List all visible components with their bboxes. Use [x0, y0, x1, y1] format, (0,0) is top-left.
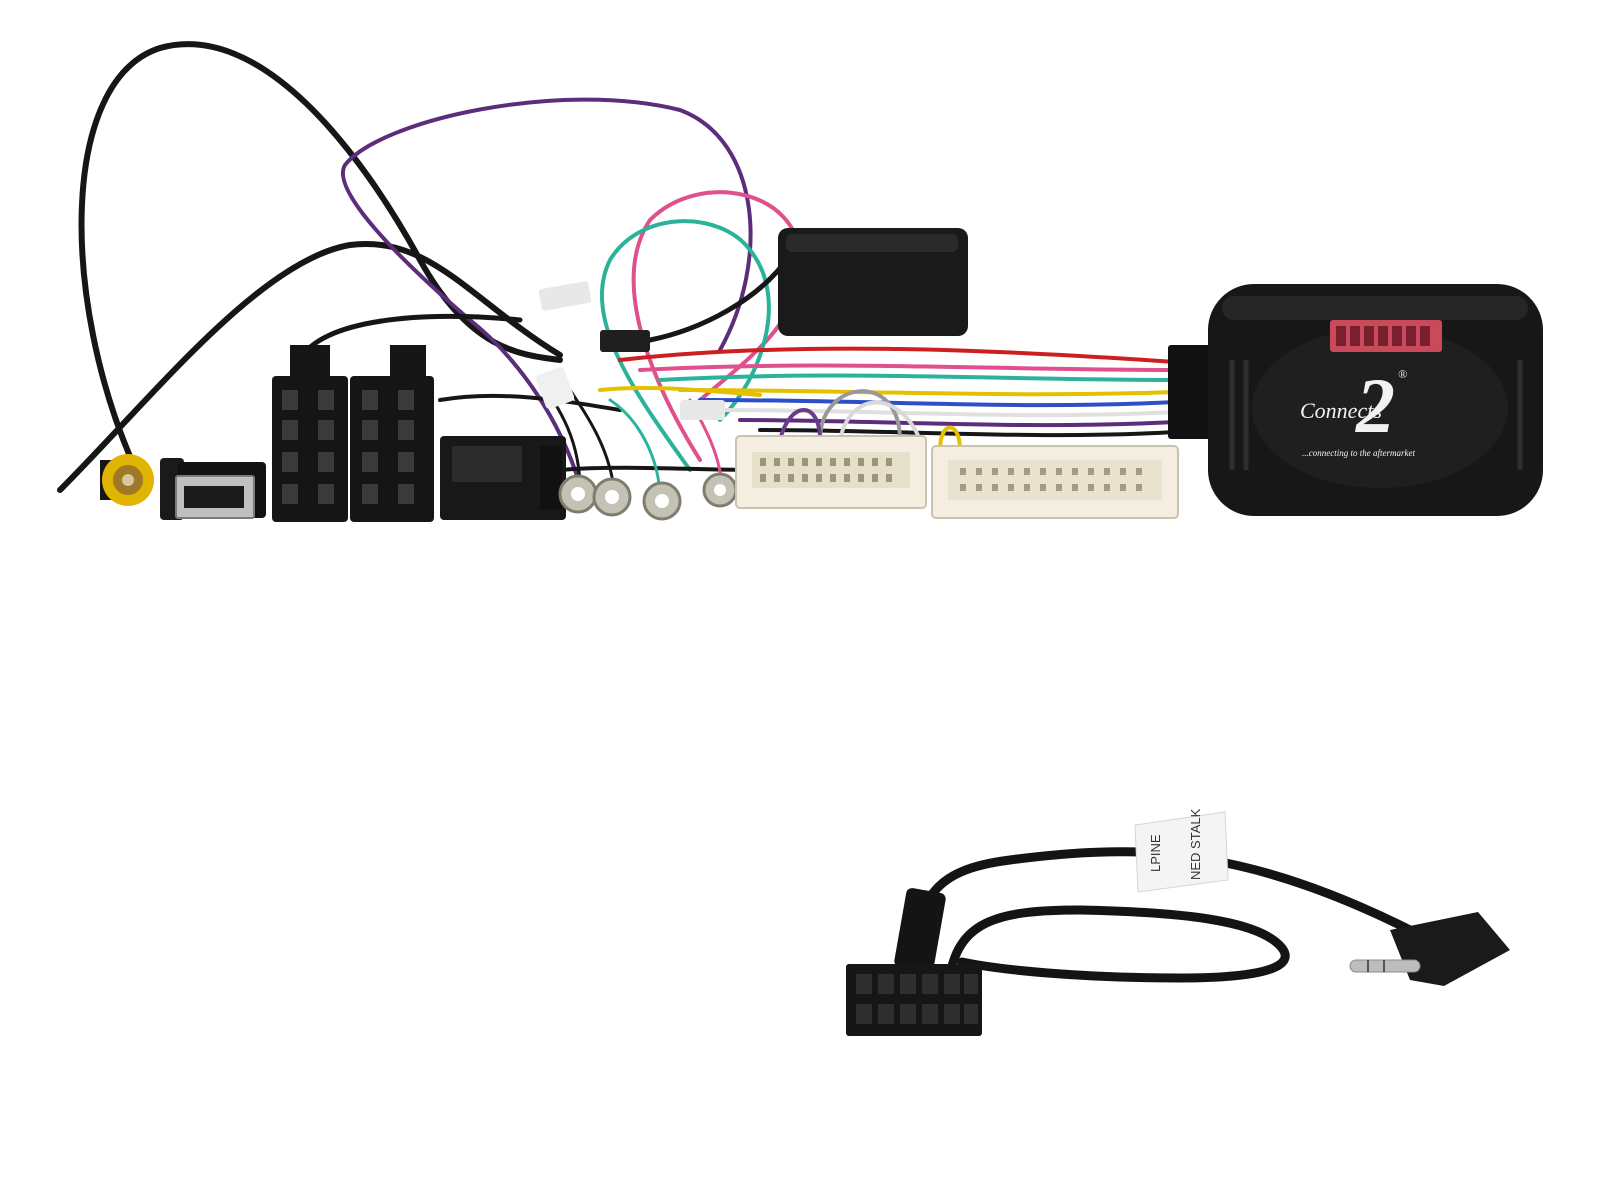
iso-connector-right: [350, 345, 434, 522]
svg-text:LPINE: LPINE: [1148, 834, 1163, 872]
svg-text:...connecting to the aftermark: ...connecting to the aftermarket: [1302, 448, 1415, 458]
dip-switch: [1330, 320, 1442, 352]
rca-connector: [100, 454, 154, 506]
cream-connector-small: [735, 435, 927, 509]
twelve-pin-connector: [846, 888, 982, 1036]
patch-lead: [910, 847, 1415, 985]
black-wire-usb: [57, 240, 563, 493]
wire-labels: [535, 281, 725, 420]
black-wire-rca: [78, 41, 563, 471]
cream-connector-large: [931, 445, 1179, 519]
usb-connector: [160, 458, 266, 520]
teal-wire: [599, 219, 771, 472]
jack-plug: [1349, 912, 1510, 986]
iso-connector-left: [272, 345, 348, 522]
patch-lead-cable: [910, 847, 1415, 985]
interface-module: 2 Connects ® ...connecting to the afterm…: [1168, 284, 1543, 516]
black-multipin-connector: [440, 436, 566, 520]
svg-text:Connects: Connects: [1300, 398, 1382, 423]
svg-text:2: 2: [1355, 362, 1395, 449]
svg-text:®: ®: [1398, 367, 1407, 381]
brand-logo: 2 Connects ® ...connecting to the afterm…: [1300, 362, 1415, 458]
svg-text:NED STALK: NED STALK: [1188, 808, 1203, 880]
ring-terminals: [558, 472, 738, 521]
inline-filter-box: [778, 228, 968, 336]
patch-lead-label: LPINE NED STALK: [1134, 808, 1229, 893]
purple-wire: [341, 97, 753, 487]
